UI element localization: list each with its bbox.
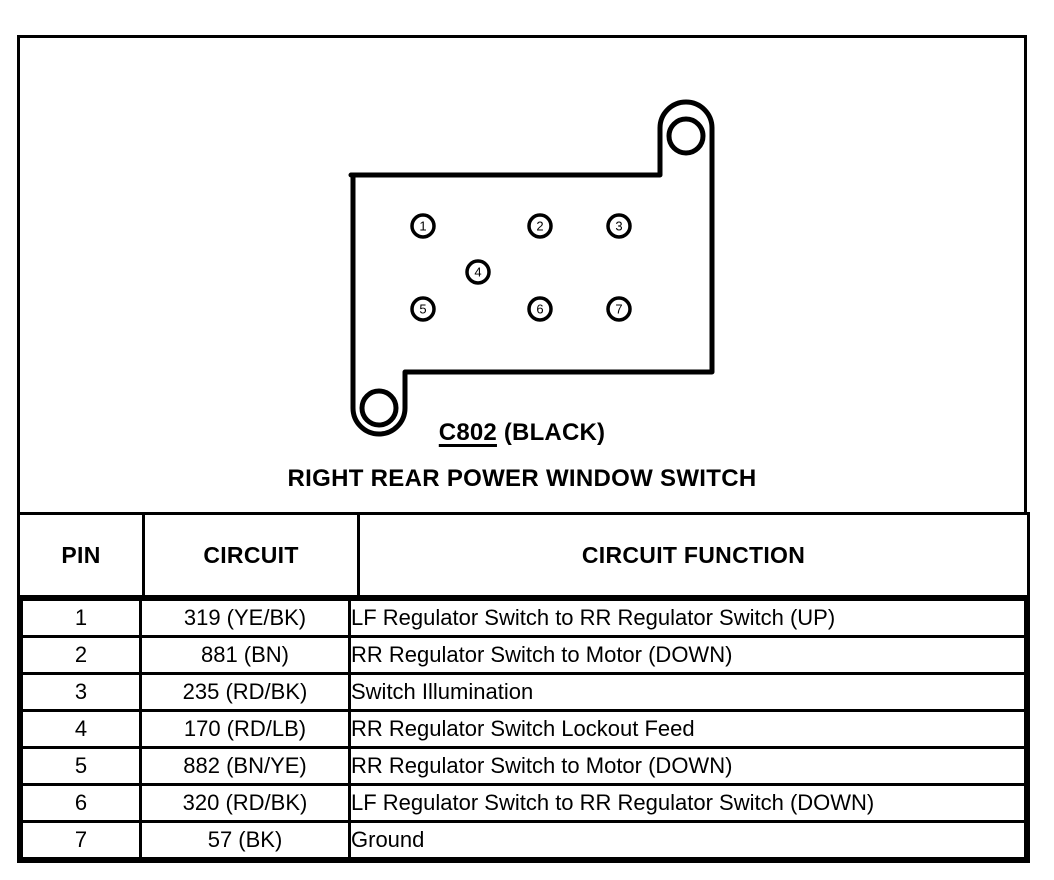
pin-table-head: PIN CIRCUIT CIRCUIT FUNCTION: [17, 512, 1030, 598]
connector-color: (BLACK): [503, 419, 606, 446]
cell-function: LF Regulator Switch to RR Regulator Swit…: [348, 598, 1027, 638]
cell-circuit: 320 (RD/BK): [139, 783, 351, 823]
cell-circuit: 881 (BN): [139, 635, 351, 675]
cell-pin: 6: [20, 783, 142, 823]
cell-pin: 4: [20, 709, 142, 749]
cell-circuit: 170 (RD/LB): [139, 709, 351, 749]
pin-cavity-circle: [410, 296, 436, 322]
pin-cavity-1: 1: [410, 213, 436, 239]
mounting-hole-bottom-left: [359, 388, 399, 428]
pin-cavity-number: 3: [615, 219, 622, 234]
pin-cavity-number: 2: [536, 219, 543, 234]
pin-cavity-number: 7: [615, 302, 622, 317]
connector-code: C802: [438, 419, 497, 446]
header-pin: PIN: [17, 512, 145, 598]
pin-cavity-circle: [465, 259, 491, 285]
pin-cavity-number: 1: [419, 219, 426, 234]
connector-code-line: C802 (BLACK): [20, 418, 1024, 448]
cell-circuit: 235 (RD/BK): [139, 672, 351, 712]
cell-function: LF Regulator Switch to RR Regulator Swit…: [348, 783, 1027, 823]
pin-table-wrap: PIN CIRCUIT CIRCUIT FUNCTION: [17, 512, 1030, 863]
pin-cavity-5: 5: [410, 296, 436, 322]
cell-pin: 5: [20, 746, 142, 786]
cell-function: RR Regulator Switch Lockout Feed: [348, 709, 1027, 749]
pin-cavity-6: 6: [527, 296, 553, 322]
pin-cavity-7: 7: [606, 296, 632, 322]
pin-table-header-row: PIN CIRCUIT CIRCUIT FUNCTION: [17, 512, 1030, 598]
cell-pin: 1: [20, 598, 142, 638]
pin-cavity-circle: [606, 213, 632, 239]
cell-function: RR Regulator Switch to Motor (DOWN): [348, 746, 1027, 786]
pin-cavity-circle: [527, 213, 553, 239]
pin-cavity-circle: [527, 296, 553, 322]
pin-cavity-2: 2: [527, 213, 553, 239]
diagram-caption: C802 (BLACK) RIGHT REAR POWER WINDOW SWI…: [20, 418, 1024, 494]
cell-pin: 2: [20, 635, 142, 675]
mounting-hole-top-right: [666, 116, 706, 156]
cell-function: Ground: [348, 820, 1027, 860]
connector-title: RIGHT REAR POWER WINDOW SWITCH: [287, 465, 757, 492]
header-function: CIRCUIT FUNCTION: [357, 512, 1030, 598]
pin-cavity-circle: [606, 296, 632, 322]
cell-circuit: 882 (BN/YE): [139, 746, 351, 786]
pin-cavity-3: 3: [606, 213, 632, 239]
pin-cavity-4: 4: [465, 259, 491, 285]
connector-body-path: [348, 99, 715, 437]
pin-cavity-circle: [410, 213, 436, 239]
pin-cavity-number: 5: [419, 302, 426, 317]
header-circuit: CIRCUIT: [142, 512, 360, 598]
connector-diagram: 1 2 3 4 5 6 7: [320, 78, 740, 438]
cell-function: Switch Illumination: [348, 672, 1027, 712]
cell-circuit: 319 (YE/BK): [139, 598, 351, 638]
cell-pin: 3: [20, 672, 142, 712]
connector-outline-svg: 1 2 3 4 5 6 7: [348, 99, 715, 437]
pin-cavity-layer: 1 2 3 4 5 6 7: [410, 213, 632, 322]
cell-function: RR Regulator Switch to Motor (DOWN): [348, 635, 1027, 675]
pin-cavity-number: 6: [536, 302, 543, 317]
cell-pin: 7: [20, 820, 142, 860]
pin-table: PIN CIRCUIT CIRCUIT FUNCTION: [17, 512, 1030, 863]
cell-circuit: 57 (BK): [139, 820, 351, 860]
connector-code-spacer: [497, 419, 504, 446]
pin-cavity-number: 4: [474, 265, 481, 280]
